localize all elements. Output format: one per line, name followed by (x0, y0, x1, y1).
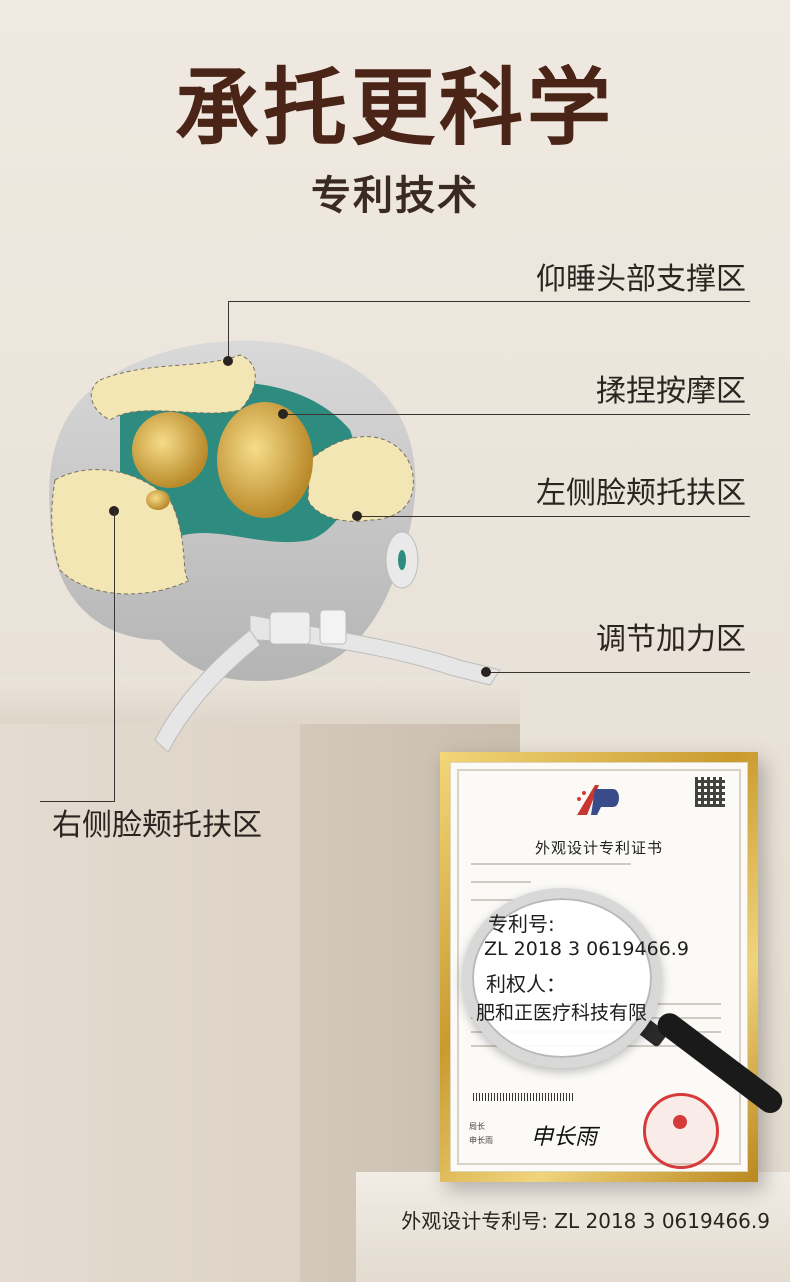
magnified-patent-label: 专利号: (488, 912, 555, 936)
magnified-patentee-label: 利权人： (486, 972, 566, 996)
leader-line-right-cheek (40, 801, 115, 802)
certificate-text-line (471, 881, 531, 883)
marker-dot-left-cheek (352, 511, 362, 521)
marker-dot-adjust (481, 667, 491, 677)
zone-label-left-cheek: 左侧脸颊托扶区 (536, 476, 746, 511)
leader-line-adjust (486, 672, 750, 673)
director-signature: 申长雨 (531, 1125, 598, 1150)
official-seal-emblem-icon (673, 1115, 687, 1129)
pedestal-top (0, 676, 520, 724)
certificate-title: 外观设计专利证书 (534, 839, 663, 857)
patent-number-caption: 外观设计专利号: ZL 2018 3 0619466.9 (401, 1209, 770, 1233)
page-subtitle: 专利技术 (311, 173, 479, 219)
leader-line-head-support (228, 301, 750, 302)
zone-label-head-support: 仰睡头部支撑区 (536, 262, 746, 297)
director-name: 申长雨 (469, 1136, 493, 1145)
leader-line-kneading (282, 414, 750, 415)
zone-label-kneading: 揉捏按摩区 (596, 374, 746, 409)
leader-line-head-support-vertical (228, 301, 229, 361)
magnified-patentee-name: 肥和正医疗科技有限 (476, 1002, 648, 1024)
pedestal-front (0, 724, 300, 1282)
zone-label-adjust: 调节加力区 (596, 622, 746, 657)
zone-label-right-cheek: 右侧脸颊托扶区 (52, 808, 262, 843)
neck-pillow-illustration (49, 340, 501, 753)
patent-office-logo-icon (577, 785, 619, 815)
certificate-text-line (471, 863, 631, 865)
leader-line-right-cheek-vertical (114, 511, 115, 801)
barcode-icon (473, 1093, 573, 1101)
director-title: 局长 (469, 1122, 485, 1131)
marker-dot-kneading (278, 409, 288, 419)
page-title: 承托更科学 (174, 59, 615, 157)
qr-code-icon (695, 777, 725, 807)
official-seal-icon (643, 1093, 719, 1169)
marker-dot-head-support (223, 356, 233, 366)
leader-line-left-cheek (356, 516, 750, 517)
certificate-border (457, 769, 741, 1165)
magnified-patent-number: ZL 2018 3 0619466.9 (484, 938, 689, 960)
magnifier-glass: 专利号: ZL 2018 3 0619466.9 利权人： 肥和正医疗科技有限 (462, 888, 689, 1068)
pedestal-right (356, 1172, 790, 1282)
